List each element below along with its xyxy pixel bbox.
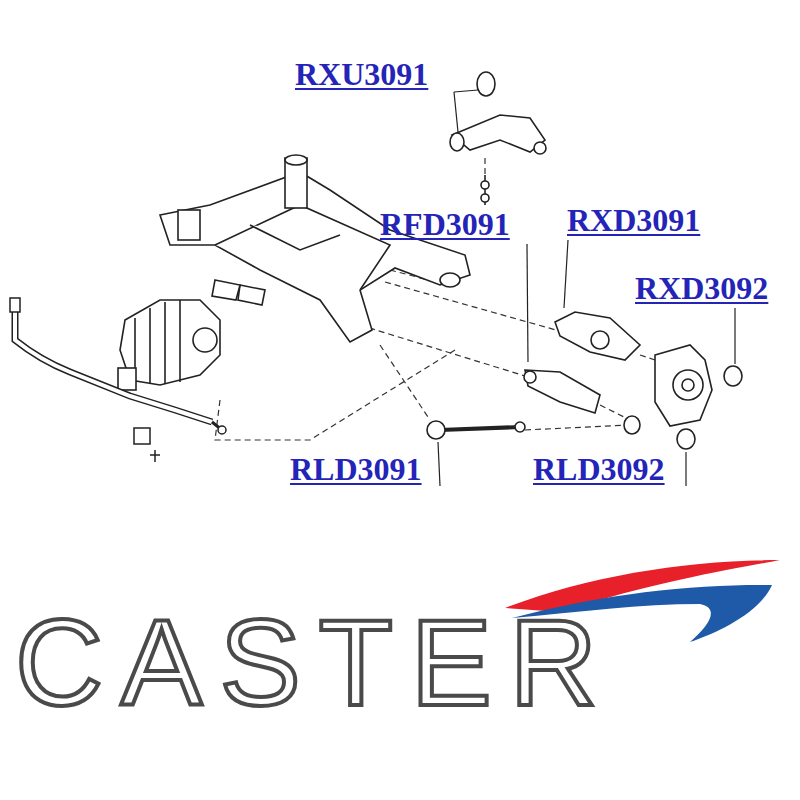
lower-arm	[427, 312, 640, 439]
upper-arm	[450, 72, 546, 205]
differential	[118, 300, 220, 390]
part-number: RLD3091	[290, 453, 422, 485]
brand-logo: CASTER	[15, 602, 615, 724]
part-number: RXD3091	[567, 204, 700, 236]
part-number: RXD3092	[635, 272, 768, 304]
part-number: RXU3091	[295, 58, 428, 90]
part-number: RFD3091	[380, 208, 510, 240]
part-number: RLD3092	[533, 453, 665, 485]
knuckle	[624, 345, 742, 449]
stabilizer-bar	[10, 298, 226, 462]
